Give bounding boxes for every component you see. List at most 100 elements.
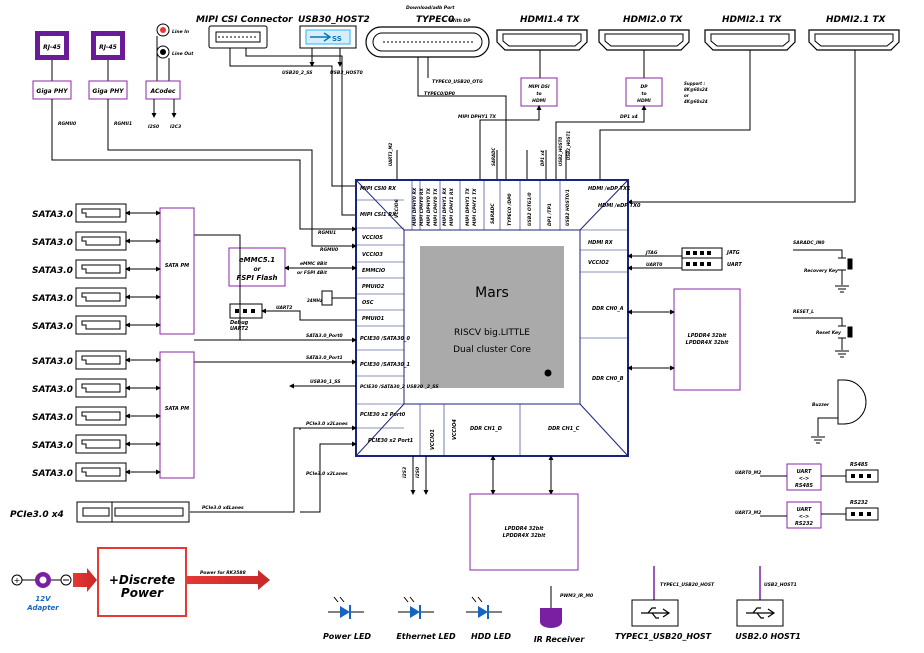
acodec-box	[145, 80, 181, 100]
rs485-label: RS485	[850, 462, 868, 468]
rs485-box-l3: RS485	[795, 483, 813, 489]
buzzer-icon	[837, 379, 867, 425]
support-l4: 4K@60x24	[684, 99, 708, 104]
fspi-bus-label: or FSPI 4Bit	[297, 270, 328, 276]
usb2-host1-top: USB2_HOST1	[566, 131, 571, 160]
uart-sig: UART0	[646, 262, 662, 268]
rgmii0-route-label: RGMII0	[320, 247, 338, 253]
pin-pmuio1: PMUIO1	[362, 316, 384, 322]
line-out-label: Line Out	[172, 51, 194, 57]
ir-receiver-icon	[540, 608, 562, 628]
sata-label-5: SATA3.0	[32, 357, 73, 367]
uart-rs485-box	[786, 463, 822, 491]
power-led-label: Power LED	[323, 632, 371, 641]
dp-bridge	[625, 77, 663, 107]
pin-ddr-ch0a: DDR CH0_A	[592, 306, 624, 312]
soc-die	[420, 246, 564, 388]
sata-label-2: SATA3.0	[32, 266, 73, 276]
typec0-note: Download/adb Port	[406, 5, 455, 11]
sata-label-3: SATA3.0	[32, 294, 73, 304]
pin-mipi-csi0: MIPI CSI0 RX	[360, 186, 397, 192]
pin-dphy0-rx: MIPI DPHY0 RX	[412, 187, 418, 226]
pin-pcie30-sata2: PCIE30 /SATA30_2 USB30 _2_SS	[360, 384, 439, 390]
rs232-box-l3: RS232	[795, 521, 813, 527]
power-l1: +Discrete	[109, 573, 175, 587]
support-l2: 8K@60x24	[684, 87, 708, 92]
jtag-sig: JTAG	[645, 250, 658, 256]
rgmii1-route-label: RGMII1	[318, 230, 336, 236]
ethernet-led-label: Ethernet LED	[396, 632, 456, 641]
soc-line1: RISCV big.LITTLE	[454, 328, 530, 338]
rgmii1-label: RGMII1	[114, 121, 132, 127]
dp1-x4-top: DP1 x4	[540, 150, 545, 166]
pin-dphy0-tx: MIPI DPHY0 TX	[426, 187, 432, 226]
pin-vccio1: VCCIO1	[430, 429, 436, 450]
pin-ddr-ch1d: DDR CH1_D	[470, 426, 502, 432]
pin-pcie30-x2-port0: PCIE30 x2 Port0	[360, 412, 406, 418]
pin-hdmi-tx0: HDMI /eDP TX0	[598, 203, 641, 209]
i2s0-label: I2S0	[148, 124, 159, 130]
adapter-l1: 12V	[35, 595, 51, 603]
ir-receiver-label: IR Receiver	[534, 635, 586, 644]
hdmi20-label: HDMI2.0 TX	[623, 15, 684, 25]
pcie-x4-lanes-label: PCIe3.0 x4Lanes	[202, 505, 244, 511]
usb2-host1-label: USB2.0 HOST1	[735, 632, 801, 641]
typec0-label: TYPEC0	[416, 15, 454, 25]
support-l1: Support :	[684, 81, 705, 86]
rs232-box-l2: <->	[799, 514, 809, 520]
power-arrow-out	[186, 570, 270, 590]
pin-osc: OSC	[362, 300, 374, 306]
pin-pcie30-sata0: PCIE30 /SATA30_0	[360, 336, 410, 342]
usb2-host0-top: USB2_HOST0	[558, 137, 563, 166]
sata-label-4: SATA3.0	[32, 322, 73, 332]
giga-phy-0-label: Giga PHY	[36, 88, 68, 95]
recovery-key-label: Recovery Key	[804, 268, 839, 274]
typec1-label: TYPEC1_USB20_HOST	[615, 632, 712, 641]
lpddr4-bottom-l2: LPDDR4X 32bit	[503, 533, 546, 539]
hdmi21-b-label: HDMI2.1 TX	[826, 15, 887, 25]
hdmi14-label: HDMI1.4 TX	[520, 15, 581, 25]
dp-l3: HDMI	[637, 98, 651, 104]
pin-dp1-tp1: DP1 /TP1	[547, 203, 553, 226]
uart3-m2-label: UART3_M2	[735, 510, 761, 516]
mipi-dsi-bridge	[520, 77, 558, 107]
debug-l1: Debug	[230, 320, 249, 326]
debug-l2: UART2	[230, 326, 249, 332]
pin-dphy1-rx: MIPI DPHY1 RX	[442, 187, 448, 226]
uart3-m2-top: UART3_M2	[388, 142, 393, 166]
adapter-l2: Adapter	[26, 604, 59, 612]
usb-ss-mark: SS	[332, 35, 342, 43]
rgmii0-label: RGMII0	[58, 121, 76, 127]
pin-dphy1-tx: MIPI DPHY1 TX	[465, 187, 471, 226]
pin-hdmi-rx: HDMI RX	[588, 240, 614, 246]
power-l2: Power	[121, 586, 164, 600]
pin-mipi-csi1: MIPI CSI1 RX	[360, 212, 397, 218]
rj45-0: RJ-45	[35, 31, 69, 60]
lpddr4-right-l2: LPDDR4X 32bit	[686, 340, 729, 346]
sata-label-8: SATA3.0	[32, 441, 73, 451]
usb20-2-ss-label: USB20_2_SS	[282, 70, 313, 76]
sata-pm-b-label: SATA PM	[165, 406, 189, 412]
lpddr4-right	[673, 288, 741, 391]
typec0-dp0-label: TYPEC0/DP0	[424, 91, 455, 97]
sata-port0-label: SATA3.0_Port0	[306, 333, 343, 339]
pin-hdmi-tx1: HDMI /eDP TX1	[588, 186, 630, 192]
adapter-icon: +	[11, 572, 72, 588]
lpddr4-bottom-l1: LPDDR4 32bit	[505, 526, 544, 532]
hdmi14-port: HDMI1.4 TX	[496, 15, 588, 51]
uart-rs232-box	[786, 501, 822, 529]
pin-cphy0-rx: MIPI CPHY0 RX	[419, 188, 425, 226]
mipi-csi-connector-label: MIPI CSI Connector	[196, 15, 293, 25]
i2c3-label: I2C3	[170, 124, 181, 130]
support-l3: or	[684, 93, 690, 98]
sata-label-9: SATA3.0	[32, 469, 73, 479]
sata-pm-b	[159, 351, 195, 479]
pwm-label: PWM3_IR_M0	[560, 593, 593, 599]
rj45-1-label: RJ-45	[99, 44, 117, 51]
xtal-label: 24MHz	[307, 298, 323, 303]
typec1-route-label: TYPEC1_USB20_HOST	[660, 582, 715, 588]
mipi-dsi-l2: to	[536, 91, 541, 97]
i2s0-bottom-label: I2S0	[415, 467, 421, 478]
